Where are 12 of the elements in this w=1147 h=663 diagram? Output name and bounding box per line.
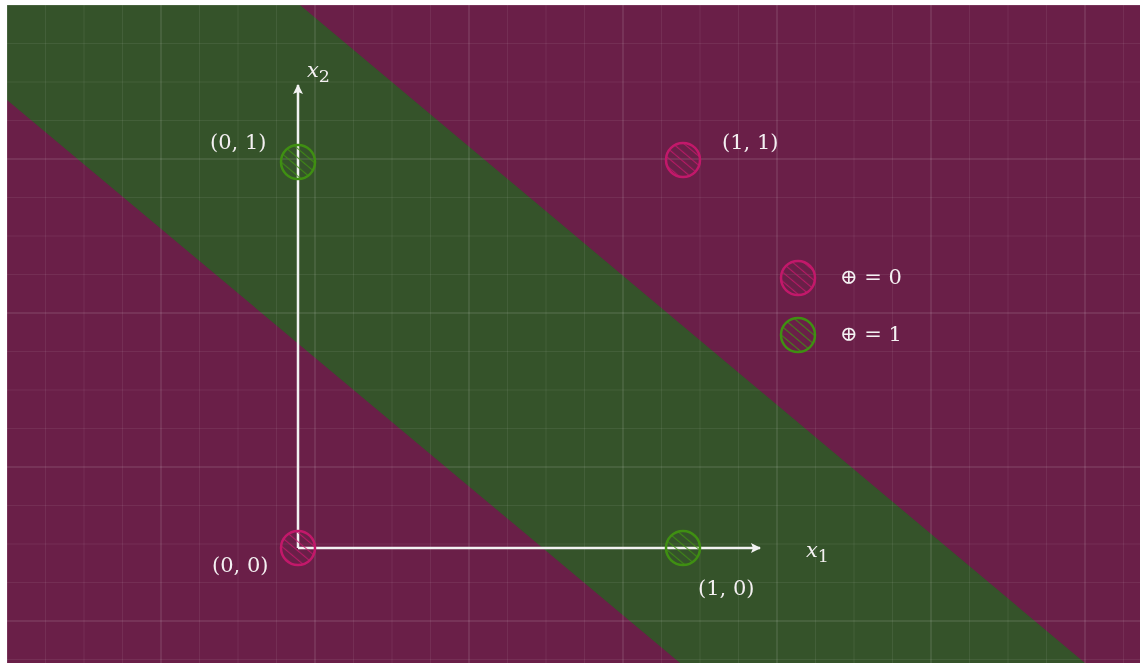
legend-label: ⊕ = 1 <box>840 324 902 345</box>
point-coordinate-label: (0, 0) <box>212 555 269 576</box>
data-point-marker <box>664 141 702 179</box>
x-axis-label: x$_{1}$ <box>806 540 829 566</box>
point-coordinate-label: (0, 1) <box>210 132 267 153</box>
point-coordinate-label: (1, 1) <box>722 132 779 153</box>
data-point-marker <box>664 529 702 567</box>
data-point-marker <box>279 529 317 567</box>
data-point-marker <box>279 143 317 181</box>
y-axis-label: x$_{2}$ <box>307 60 330 86</box>
point-coordinate-label: (1, 0) <box>698 578 755 599</box>
legend-label: ⊕ = 0 <box>840 267 902 288</box>
